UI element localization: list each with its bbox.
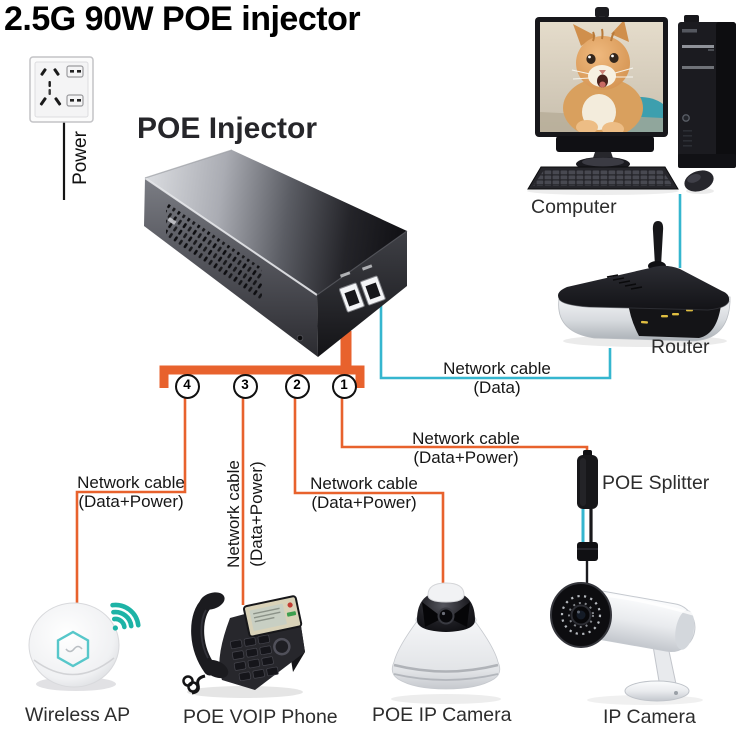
page-title: 2.5G 90W POE injector <box>4 0 361 38</box>
orange-cables <box>75 331 589 607</box>
cable-label-port2: Network cable (Data+Power) <box>310 474 418 512</box>
phone-screen <box>243 595 303 638</box>
voip-phone-label: POE VOIP Phone <box>183 706 338 728</box>
cable-label-port3: Network cable (Data+Power) <box>222 460 268 568</box>
computer-device <box>527 7 736 195</box>
port-circle-1: 1 <box>331 373 357 399</box>
cable-label-port4-line2: (Data+Power) <box>78 492 184 511</box>
poe-splitter-device <box>577 450 598 592</box>
monitor-screen-kitten <box>540 22 663 132</box>
phone-keypad <box>230 634 291 682</box>
poe-injector-device <box>144 149 408 357</box>
router-device <box>558 221 731 347</box>
computer-label: Computer <box>531 196 617 218</box>
poe-ip-camera-label: POE IP Camera <box>372 704 512 726</box>
router-label: Router <box>651 336 710 358</box>
mouse <box>684 170 714 192</box>
cable-label-port4-line1: Network cable <box>77 473 185 492</box>
port-circle-3: 3 <box>232 373 258 399</box>
cable-label-port2-line1: Network cable <box>310 474 418 493</box>
blue-cables <box>379 194 682 380</box>
ip-camera-device <box>550 582 703 705</box>
poe-splitter-label: POE Splitter <box>602 472 710 494</box>
cable-label-port3-line2: (Data+Power) <box>247 461 266 567</box>
cable-label-data-line2: (Data) <box>473 378 521 397</box>
ip-camera-label: IP Camera <box>603 706 696 728</box>
cable-label-data: Network cable (Data) <box>443 359 551 397</box>
rj45-port-1 <box>339 282 365 313</box>
router-antenna <box>652 221 664 266</box>
port-circle-2: 2 <box>284 373 310 399</box>
webcam <box>595 7 609 18</box>
cable-label-port4: Network cable (Data+Power) <box>77 473 185 511</box>
cable-label-port3-line1: Network cable <box>224 460 243 568</box>
wireless-ap-device <box>28 602 120 691</box>
cable-label-data-line1: Network cable <box>443 359 551 378</box>
wifi-signal-icon <box>110 602 141 631</box>
pc-tower <box>678 15 736 168</box>
cable-label-port1-line2: (Data+Power) <box>413 448 519 467</box>
rj45-port-2 <box>360 275 386 306</box>
voip-phone-device <box>182 592 305 698</box>
wireless-ap-label: Wireless AP <box>25 704 131 726</box>
power-outlet <box>29 56 94 123</box>
poe-ip-camera-device <box>391 582 501 704</box>
cable-label-port2-line2: (Data+Power) <box>311 493 417 512</box>
power-label: Power <box>70 131 91 185</box>
injector-heading: POE Injector <box>137 112 318 145</box>
port-circle-4: 4 <box>174 373 200 399</box>
cable-label-port1-line1: Network cable <box>412 429 520 448</box>
cable-label-port1: Network cable (Data+Power) <box>412 429 520 467</box>
